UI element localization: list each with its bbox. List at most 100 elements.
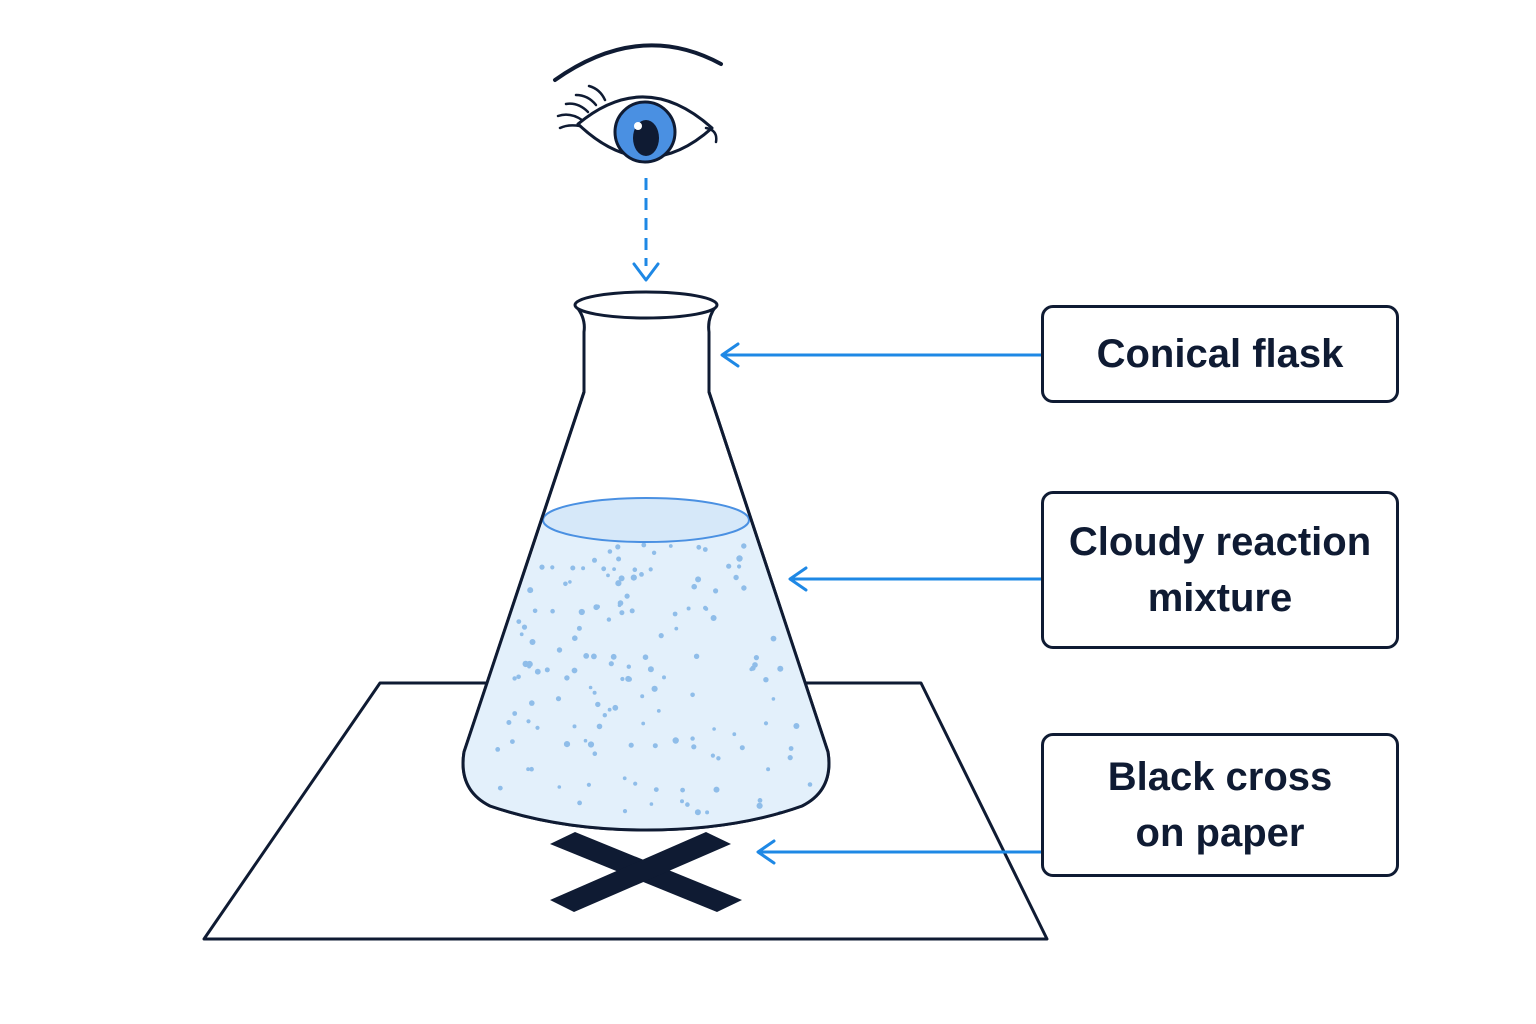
particle-dot: [763, 677, 769, 683]
eyebrow: [553, 43, 723, 82]
particle-dot: [752, 662, 758, 668]
particle-dot: [595, 701, 601, 708]
particle-dot: [563, 741, 571, 748]
particle-dot: [550, 565, 555, 570]
line-of-sight-arrow: [632, 178, 660, 282]
particle-dot: [737, 564, 742, 569]
particle-dot: [495, 747, 501, 752]
black-cross-label-box: Black cross on paper: [1041, 733, 1399, 877]
particle-dot: [771, 697, 776, 701]
particle-dot: [606, 617, 612, 622]
particle-dot: [649, 802, 654, 806]
conical-flask-label: Conical flask: [1096, 332, 1344, 376]
particle-dot: [532, 608, 538, 614]
particle-dot: [648, 567, 653, 572]
particle-dot: [596, 723, 603, 730]
particle-dot: [572, 724, 577, 729]
particle-dot: [705, 810, 710, 815]
particle-dot: [713, 786, 720, 793]
x-cross-icon: [550, 832, 742, 912]
particle-dot: [629, 608, 635, 614]
particle-dot: [616, 556, 622, 562]
particle-dot: [680, 787, 685, 793]
particle-dot: [519, 632, 524, 637]
particle-dot: [581, 566, 586, 571]
particle-dot: [693, 653, 700, 659]
particle-dot: [732, 732, 737, 737]
particle-dot: [592, 690, 597, 695]
particle-dot: [544, 667, 550, 673]
particle-dot: [608, 661, 614, 667]
particle-dot: [672, 737, 679, 744]
cloudy-reaction-mixture: [463, 516, 829, 830]
particle-dot: [651, 550, 657, 555]
particle-dot: [577, 800, 582, 806]
particle-dot: [653, 787, 659, 792]
black-cross-label: Black cross on paper: [1107, 755, 1333, 855]
particle-dot: [617, 603, 622, 608]
particle-dot: [686, 606, 691, 611]
particle-dot: [512, 676, 517, 681]
particle-dot: [766, 767, 771, 772]
particle-dot: [641, 542, 647, 548]
particle-dot: [736, 555, 743, 562]
particle-dot: [641, 721, 646, 726]
particle-dot: [749, 667, 754, 672]
particle-dot: [568, 580, 572, 584]
particle-dot: [592, 751, 598, 756]
particle-dot: [578, 608, 585, 616]
particle-dot: [710, 615, 717, 621]
particle-dot: [550, 608, 555, 614]
particle-dot: [642, 654, 649, 660]
particle-dot: [777, 665, 784, 672]
particle-dot: [556, 647, 563, 653]
particle-dot: [690, 692, 695, 698]
liquid-surface: [542, 497, 750, 543]
particle-dot: [592, 557, 597, 563]
particle-dot: [703, 605, 708, 611]
particle-dot: [710, 753, 716, 758]
particle-dot: [756, 802, 763, 809]
particle-dot: [633, 781, 638, 786]
particle-dot: [521, 624, 528, 630]
particle-dot: [557, 785, 562, 789]
particle-dot: [563, 581, 568, 587]
particle-dot: [672, 611, 678, 617]
particle-dot: [652, 743, 658, 749]
particle-dot: [690, 736, 695, 741]
suspended-particles: [495, 542, 813, 817]
mixture-pointer-arrow: [788, 566, 1041, 592]
particle-dot: [612, 704, 619, 711]
particle-dot: [753, 655, 760, 661]
particle-dot: [726, 563, 732, 569]
particle-dot: [612, 567, 616, 571]
flask-rim: [573, 290, 719, 320]
particle-dot: [622, 776, 627, 781]
particle-dot: [770, 635, 777, 642]
particle-dot: [741, 585, 747, 591]
particle-dot: [618, 575, 625, 582]
particle-dot: [576, 625, 582, 631]
particle-dot: [529, 639, 536, 645]
particle-dot: [572, 635, 578, 641]
eye-icon: [553, 43, 723, 164]
particle-dot: [555, 696, 562, 702]
particle-dot: [615, 544, 621, 550]
particle-dot: [691, 583, 697, 590]
particle-dot: [591, 653, 597, 660]
particle-dot: [674, 626, 679, 631]
particle-dot: [620, 676, 625, 682]
particle-dot: [516, 674, 521, 680]
particle-dot: [510, 739, 515, 744]
particle-dot: [622, 809, 628, 814]
particle-dot: [512, 711, 518, 716]
cross-pointer-arrow: [756, 839, 1041, 865]
particle-dot: [639, 572, 644, 577]
particle-dot: [788, 746, 794, 751]
particle-dot: [656, 709, 661, 713]
particle-dot: [526, 767, 530, 772]
particle-dot: [595, 604, 600, 610]
particle-dot: [807, 782, 813, 787]
particle-dot: [628, 742, 634, 748]
particle-dot: [583, 653, 590, 659]
